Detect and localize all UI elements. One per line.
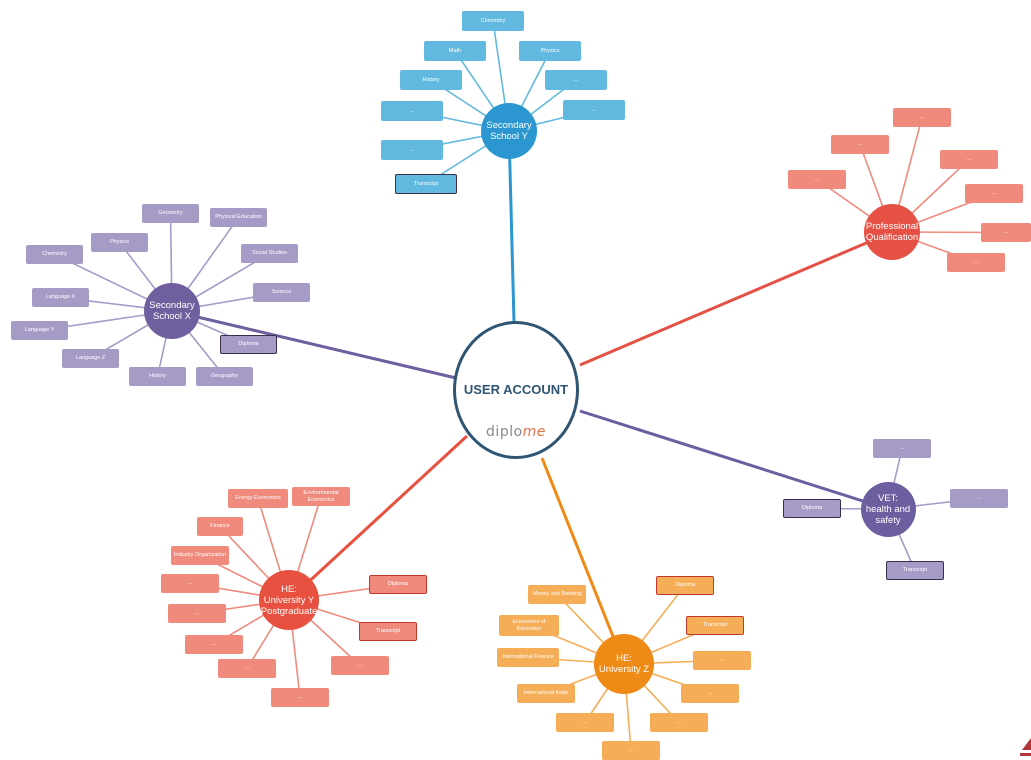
he-z-leaf-ellipsis[interactable]: ... xyxy=(681,684,739,703)
he-z-leaf-diploma[interactable]: Diploma xyxy=(656,576,714,595)
vet-leaf-ellipsis[interactable]: ... xyxy=(950,489,1008,508)
secondary-x-leaf-social-studies[interactable]: Social Studies xyxy=(241,244,298,263)
secondary-x-leaf-chemistry[interactable]: Chemistry xyxy=(26,245,83,264)
he-y-leaf-ellipsis[interactable]: ... xyxy=(168,604,226,623)
vet-trunk-line xyxy=(579,409,889,511)
professional-leaf-ellipsis[interactable]: ... xyxy=(965,184,1023,203)
secondary-y-leaf-history[interactable]: History xyxy=(400,70,462,90)
he-y-leaf-ellipsis[interactable]: ... xyxy=(218,659,276,678)
he-z-leaf-ellipsis[interactable]: ... xyxy=(602,741,660,760)
secondary-y-trunk-line xyxy=(507,130,516,323)
professional-leaf-ellipsis[interactable]: ... xyxy=(940,150,998,169)
he-z-leaf-ellipsis[interactable]: ... xyxy=(556,713,614,732)
secondary-x-leaf-language-y[interactable]: Language Y xyxy=(11,321,68,340)
he-z-leaf-money-and-banking[interactable]: Money and Banking xyxy=(528,585,586,604)
he-z-leaf-economics-of-education[interactable]: Economics of Education xyxy=(499,615,559,636)
secondary-x-trunk-line xyxy=(171,309,457,380)
vet-leaf-transcript[interactable]: Transcript xyxy=(886,561,944,580)
professional-leaf-ellipsis[interactable]: ... xyxy=(893,108,951,127)
he-y-leaf-finance[interactable]: Finance xyxy=(197,517,243,536)
secondary-x-leaf-language-x[interactable]: Language X xyxy=(32,288,89,307)
he-y-leaf-diploma[interactable]: Diploma xyxy=(369,575,427,594)
he-z-leaf-international-finance[interactable]: International Finance xyxy=(497,648,559,667)
professional-hub[interactable]: Professional Qualification xyxy=(864,204,920,260)
diplome-logo-part-b: me xyxy=(522,424,546,440)
he-y-hub[interactable]: HE: University Y Postgraduate xyxy=(259,570,319,630)
vet-leaf-diploma[interactable]: Diploma xyxy=(783,499,841,518)
he-y-leaf-environmental-economics[interactable]: Environmental Economics xyxy=(292,487,350,506)
professional-trunk-line xyxy=(579,230,893,367)
secondary-y-leaf-ellipsis[interactable]: ... xyxy=(545,70,607,90)
professional-leaf-ellipsis[interactable]: ... xyxy=(831,135,889,154)
he-z-trunk-line xyxy=(540,457,626,665)
he-z-leaf-transcript[interactable]: Transcript xyxy=(686,616,744,635)
secondary-y-hub[interactable]: Secondary School Y xyxy=(481,103,537,159)
he-z-leaf-ellipsis[interactable]: ... xyxy=(650,713,708,732)
secondary-y-leaf-ellipsis[interactable]: ... xyxy=(563,100,625,120)
he-y-trunk-line xyxy=(287,434,469,602)
vet-leaf-ellipsis[interactable]: ... xyxy=(873,439,931,458)
secondary-y-leaf-chemistry[interactable]: Chemistry xyxy=(462,11,524,31)
secondary-y-leaf-math[interactable]: Math xyxy=(424,41,486,61)
diplome-logo: diplome xyxy=(456,424,576,440)
vet-hub[interactable]: VET: health and safety xyxy=(860,481,916,537)
he-y-leaf-industry-organization[interactable]: Industry Organization xyxy=(171,546,229,565)
he-y-leaf-transcript[interactable]: Transcript xyxy=(359,622,417,641)
he-z-leaf-international-trade[interactable]: International trade xyxy=(517,684,575,703)
secondary-x-leaf-geography[interactable]: Geography xyxy=(196,367,253,386)
secondary-x-leaf-physical-education[interactable]: Physical Education xyxy=(210,208,267,227)
diplome-logo-part-a: diplo xyxy=(486,424,523,440)
secondary-y-leaf-ellipsis[interactable]: ... xyxy=(381,140,443,160)
he-y-leaf-ellipsis[interactable]: ... xyxy=(161,574,219,593)
he-z-leaf-ellipsis[interactable]: ... xyxy=(693,651,751,670)
secondary-x-leaf-language-z[interactable]: Language Z xyxy=(62,349,119,368)
user-account-title: USER ACCOUNT xyxy=(463,382,569,397)
secondary-x-leaf-physics[interactable]: Physics xyxy=(91,233,148,252)
secondary-x-hub[interactable]: Secondary School X xyxy=(144,283,200,339)
secondary-x-leaf-history[interactable]: History xyxy=(129,367,186,386)
he-y-leaf-energy-economics[interactable]: Energy Economics xyxy=(228,489,288,508)
secondary-x-leaf-diploma[interactable]: Diploma xyxy=(220,335,277,354)
user-account-node[interactable]: USER ACCOUNT diplome xyxy=(453,321,579,459)
corner-logo-fragment-icon xyxy=(1020,738,1031,756)
secondary-y-leaf-ellipsis[interactable]: ... xyxy=(381,101,443,121)
secondary-y-leaf-physics[interactable]: Physics xyxy=(519,41,581,61)
secondary-x-leaf-geometry[interactable]: Geometry xyxy=(142,204,199,223)
professional-leaf-ellipsis[interactable]: ... xyxy=(788,170,846,189)
he-z-hub[interactable]: HE: University Z xyxy=(594,634,654,694)
he-y-leaf-ellipsis[interactable]: ... xyxy=(331,656,389,675)
professional-leaf-ellipsis[interactable]: ... xyxy=(981,223,1031,242)
secondary-y-leaf-transcript[interactable]: Transcript xyxy=(395,174,457,194)
secondary-x-leaf-science[interactable]: Science xyxy=(253,283,310,302)
he-y-leaf-ellipsis[interactable]: ... xyxy=(185,635,243,654)
professional-leaf-ellipsis[interactable]: ... xyxy=(947,253,1005,272)
he-y-leaf-ellipsis[interactable]: ... xyxy=(271,688,329,707)
